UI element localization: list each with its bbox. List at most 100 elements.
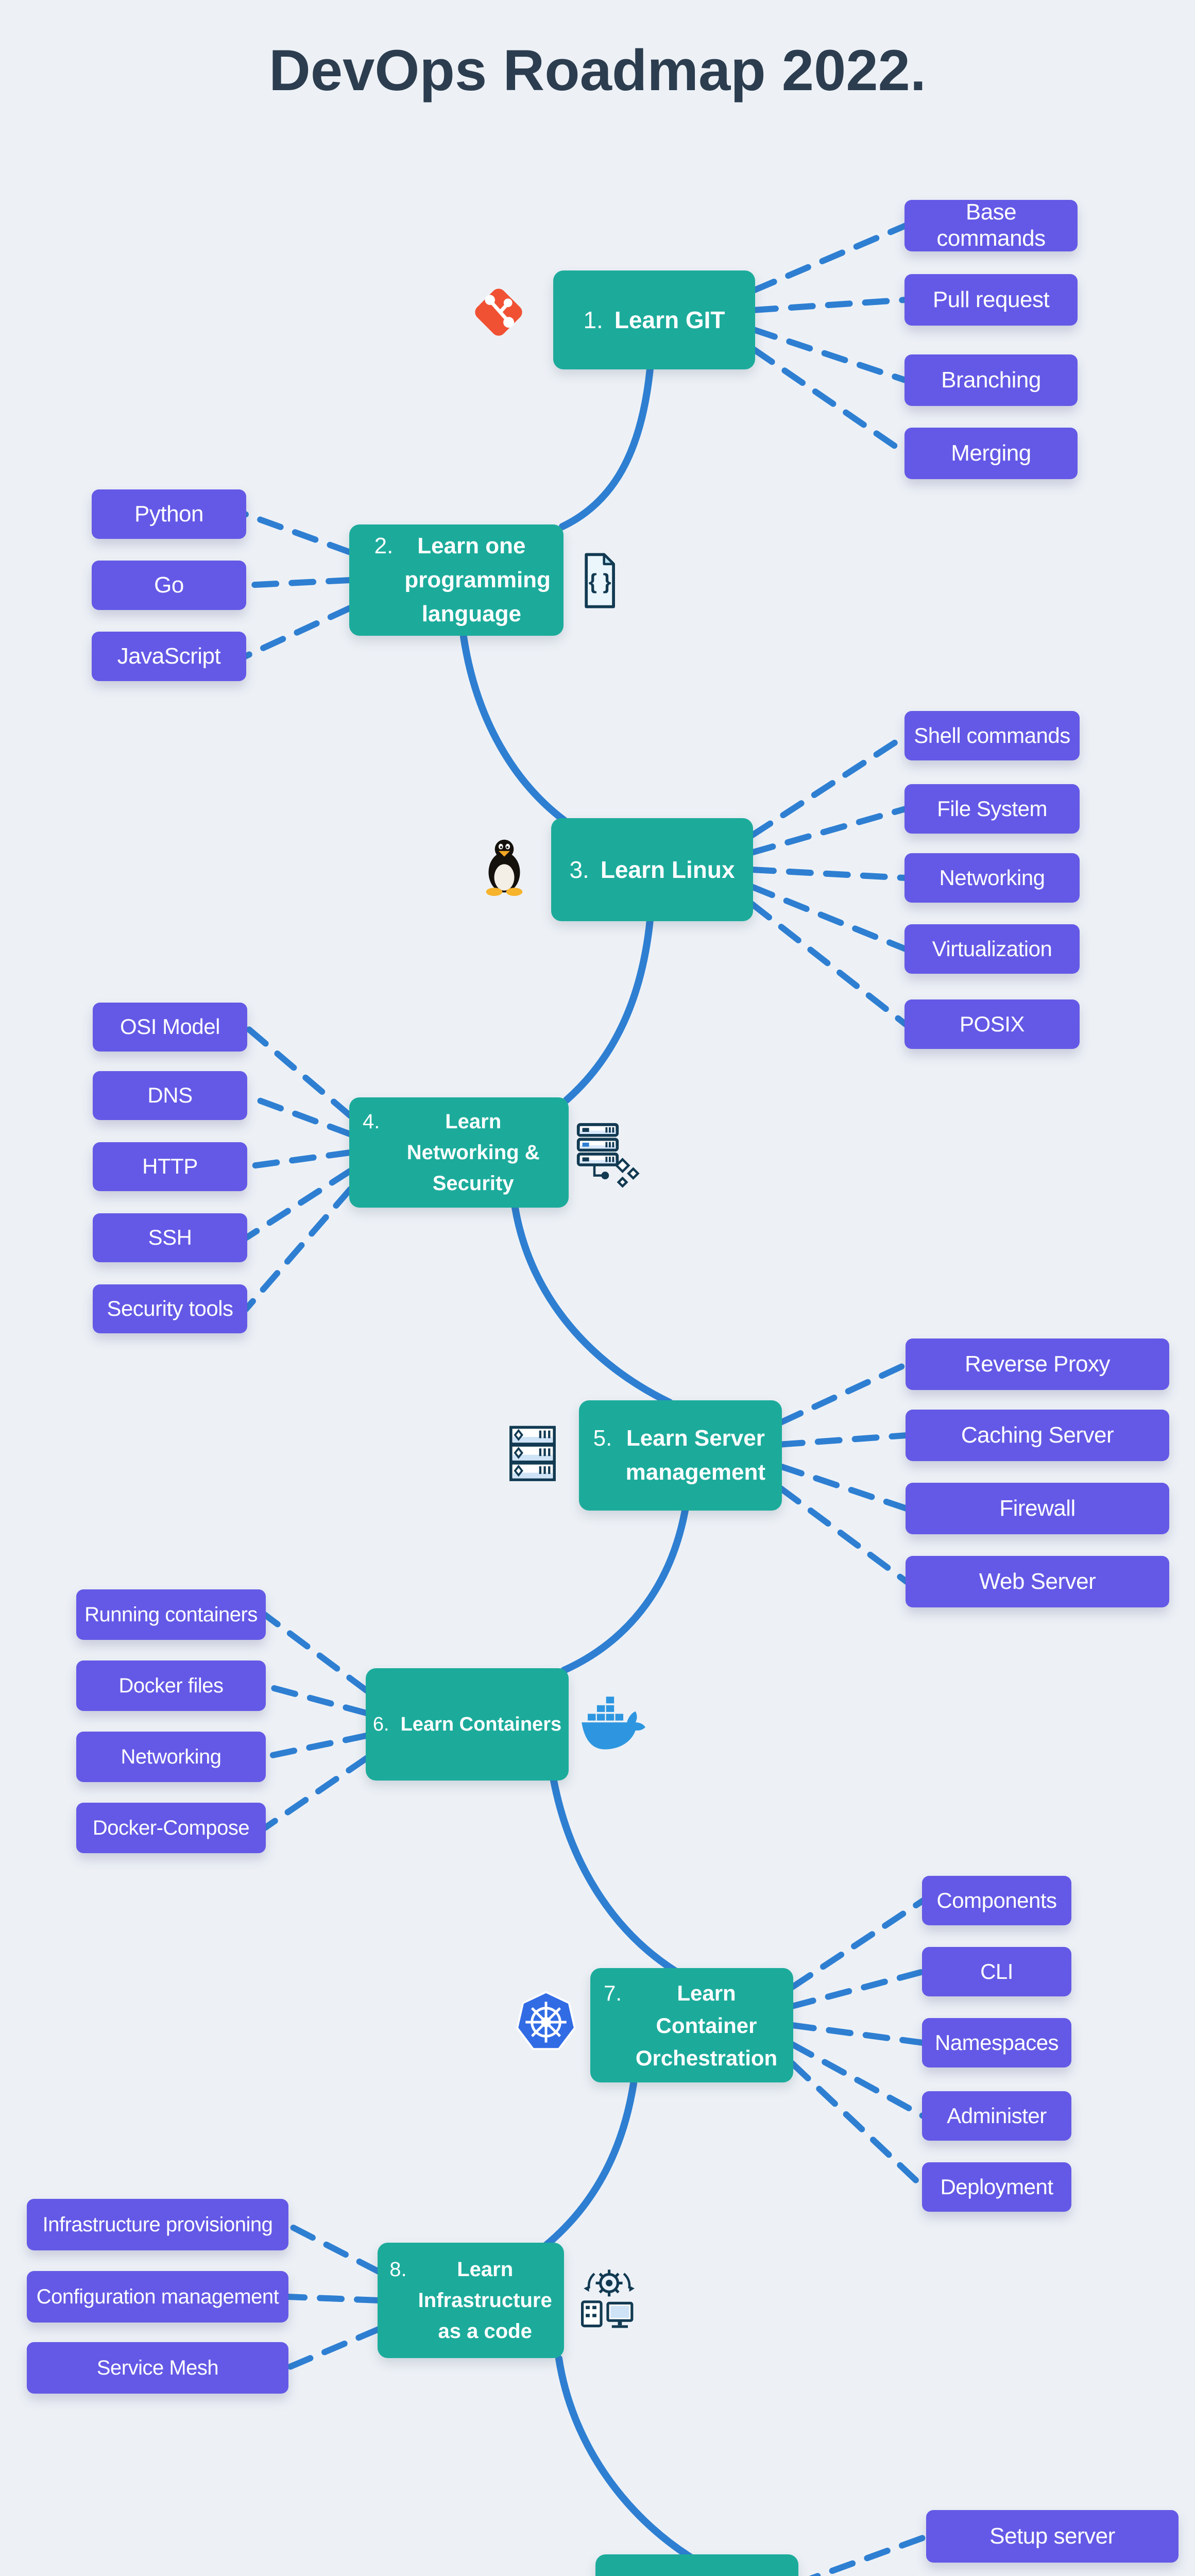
node-label: Learn Networking & Security	[406, 1110, 540, 1195]
topic-connector-line	[749, 806, 909, 856]
topic-dns[interactable]: DNS	[93, 1071, 247, 1120]
spine-connector-line	[542, 2080, 637, 2249]
topic-ssh[interactable]: SSH	[93, 1213, 247, 1262]
topic-connector-line	[749, 733, 909, 839]
topic-base-commands[interactable]: Base commands	[904, 199, 1078, 251]
topic-service-mesh[interactable]: Service Mesh	[27, 2342, 288, 2394]
topic-connector-line	[262, 1732, 370, 1760]
node-learn-ci-cd[interactable]: 9.Learn CI/CD	[595, 2554, 798, 2576]
topic-http[interactable]: HTTP	[93, 1142, 247, 1191]
topic-administer[interactable]: Administer	[922, 2091, 1071, 2141]
topic-osi-model[interactable]: OSI Model	[93, 1003, 247, 1052]
topic-connector-line	[262, 1755, 370, 1831]
node-learn-linux[interactable]: 3. Learn Linux	[551, 818, 753, 921]
kubernetes-icon	[514, 1988, 578, 2057]
topic-infrastructure-provisioning[interactable]: Infrastructure provisioning	[27, 2199, 288, 2250]
topic-connector-line	[749, 884, 909, 952]
topic-connector-line	[778, 1485, 910, 1585]
topic-posix[interactable]: POSIX	[904, 999, 1080, 1049]
node-learn-networking-security[interactable]: 4. Learn Networking & Security	[349, 1097, 569, 1208]
spine-connector-line	[555, 2355, 694, 2561]
topic-connector-line	[242, 511, 353, 555]
topic-connector-line	[243, 1092, 353, 1138]
node-number: 3.	[569, 856, 589, 883]
topic-connector-line	[262, 1612, 370, 1694]
node-learn-one-programming-language[interactable]: 2. Learn one programming language	[349, 524, 564, 636]
node-number: 7.	[604, 1980, 622, 2005]
topic-connector-line	[778, 1432, 910, 1448]
topic-connector-line	[751, 297, 909, 313]
topic-file-system[interactable]: File System	[904, 784, 1080, 834]
topic-connector-line	[789, 1897, 926, 1990]
node-learn-containers[interactable]: 6.Learn Containers	[366, 1668, 569, 1781]
node-label: Learn Server management	[625, 1426, 766, 1485]
topic-caching-server[interactable]: Caching Server	[906, 1410, 1169, 1461]
node-number: 5.	[593, 1426, 612, 1451]
topic-javascript[interactable]: JavaScript	[92, 632, 246, 681]
topic-connector-line	[262, 1683, 370, 1717]
topic-virtualization[interactable]: Virtualization	[904, 924, 1080, 974]
topic-networking[interactable]: Networking	[76, 1732, 266, 1782]
topic-connector-line	[242, 577, 353, 588]
spine-connector-line	[511, 1204, 673, 1406]
topic-setup-server[interactable]: Setup server	[926, 2510, 1179, 2563]
docker-whale-icon	[578, 1688, 649, 1750]
linux-tux-icon	[473, 827, 536, 905]
topic-connector-line	[243, 1167, 353, 1241]
topic-connector-line	[749, 867, 909, 881]
node-number: 2.	[374, 533, 394, 558]
topic-connector-line	[789, 2041, 926, 2119]
topic-connector-line	[242, 605, 353, 659]
topic-connector-line	[751, 327, 909, 383]
topic-connector-line	[243, 1186, 353, 1312]
node-number: 1.	[583, 306, 603, 333]
node-learn-container-orchestration[interactable]: 7. Learn Container Orchestration	[590, 1968, 793, 2082]
topic-namespaces[interactable]: Namespaces	[922, 2018, 1071, 2067]
topic-connector-line	[789, 1969, 926, 2009]
node-label: Learn Container Orchestration	[635, 1980, 778, 2070]
topic-connector-line	[751, 223, 909, 294]
svg-text:{ }: { }	[589, 570, 611, 594]
topic-networking[interactable]: Networking	[904, 853, 1080, 903]
cicd-loop-icon	[476, 2572, 585, 2576]
node-learn-git[interactable]: 1. Learn GIT	[553, 270, 755, 369]
topic-go[interactable]: Go	[92, 561, 246, 610]
topic-docker-compose[interactable]: Docker-Compose	[76, 1803, 266, 1853]
node-label: Learn one programming language	[404, 533, 551, 626]
topic-web-server[interactable]: Web Server	[906, 1556, 1169, 1607]
topic-deployment[interactable]: Deployment	[922, 2162, 1071, 2212]
topic-connector-line	[778, 1361, 910, 1426]
topic-configuration-management[interactable]: Configuration management	[27, 2271, 288, 2323]
spine-connector-line	[550, 1777, 678, 1974]
topic-merging[interactable]: Merging	[904, 428, 1078, 479]
topic-shell-commands[interactable]: Shell commands	[904, 711, 1080, 760]
node-number: 4.	[363, 1110, 380, 1133]
topic-firewall[interactable]: Firewall	[906, 1483, 1169, 1534]
topic-connector-line	[284, 2326, 382, 2371]
node-label: Learn Linux	[600, 856, 735, 883]
server-stack-icon	[501, 1414, 565, 1494]
topic-docker-files[interactable]: Docker files	[76, 1660, 266, 1711]
topic-security-tools[interactable]: Security tools	[93, 1284, 247, 1333]
node-label: Learn Containers	[400, 1713, 562, 1735]
topic-running-containers[interactable]: Running containers	[76, 1589, 266, 1640]
topic-python[interactable]: Python	[92, 489, 246, 539]
topic-connector-line	[284, 2294, 382, 2303]
node-learn-server-management[interactable]: 5. Learn Server management	[579, 1400, 782, 1511]
topic-components[interactable]: Components	[922, 1876, 1071, 1925]
topic-branching[interactable]: Branching	[904, 354, 1078, 406]
spine-connector-line	[560, 1507, 689, 1674]
node-label: Learn GIT	[614, 306, 725, 333]
node-learn-infrastructure-as-a-code[interactable]: 8.Learn Infrastructure as a code	[378, 2243, 564, 2358]
topic-connector-line	[243, 1024, 353, 1119]
topic-reverse-proxy[interactable]: Reverse Proxy	[906, 1338, 1169, 1390]
git-icon	[463, 273, 535, 351]
code-file-icon: { }	[570, 542, 629, 619]
topic-connector-line	[749, 901, 909, 1027]
infrastructure-code-icon	[574, 2262, 641, 2334]
node-number: 8.	[389, 2258, 407, 2281]
topic-cli[interactable]: CLI	[922, 1947, 1071, 1996]
topic-pull-request[interactable]: Pull request	[904, 274, 1078, 326]
